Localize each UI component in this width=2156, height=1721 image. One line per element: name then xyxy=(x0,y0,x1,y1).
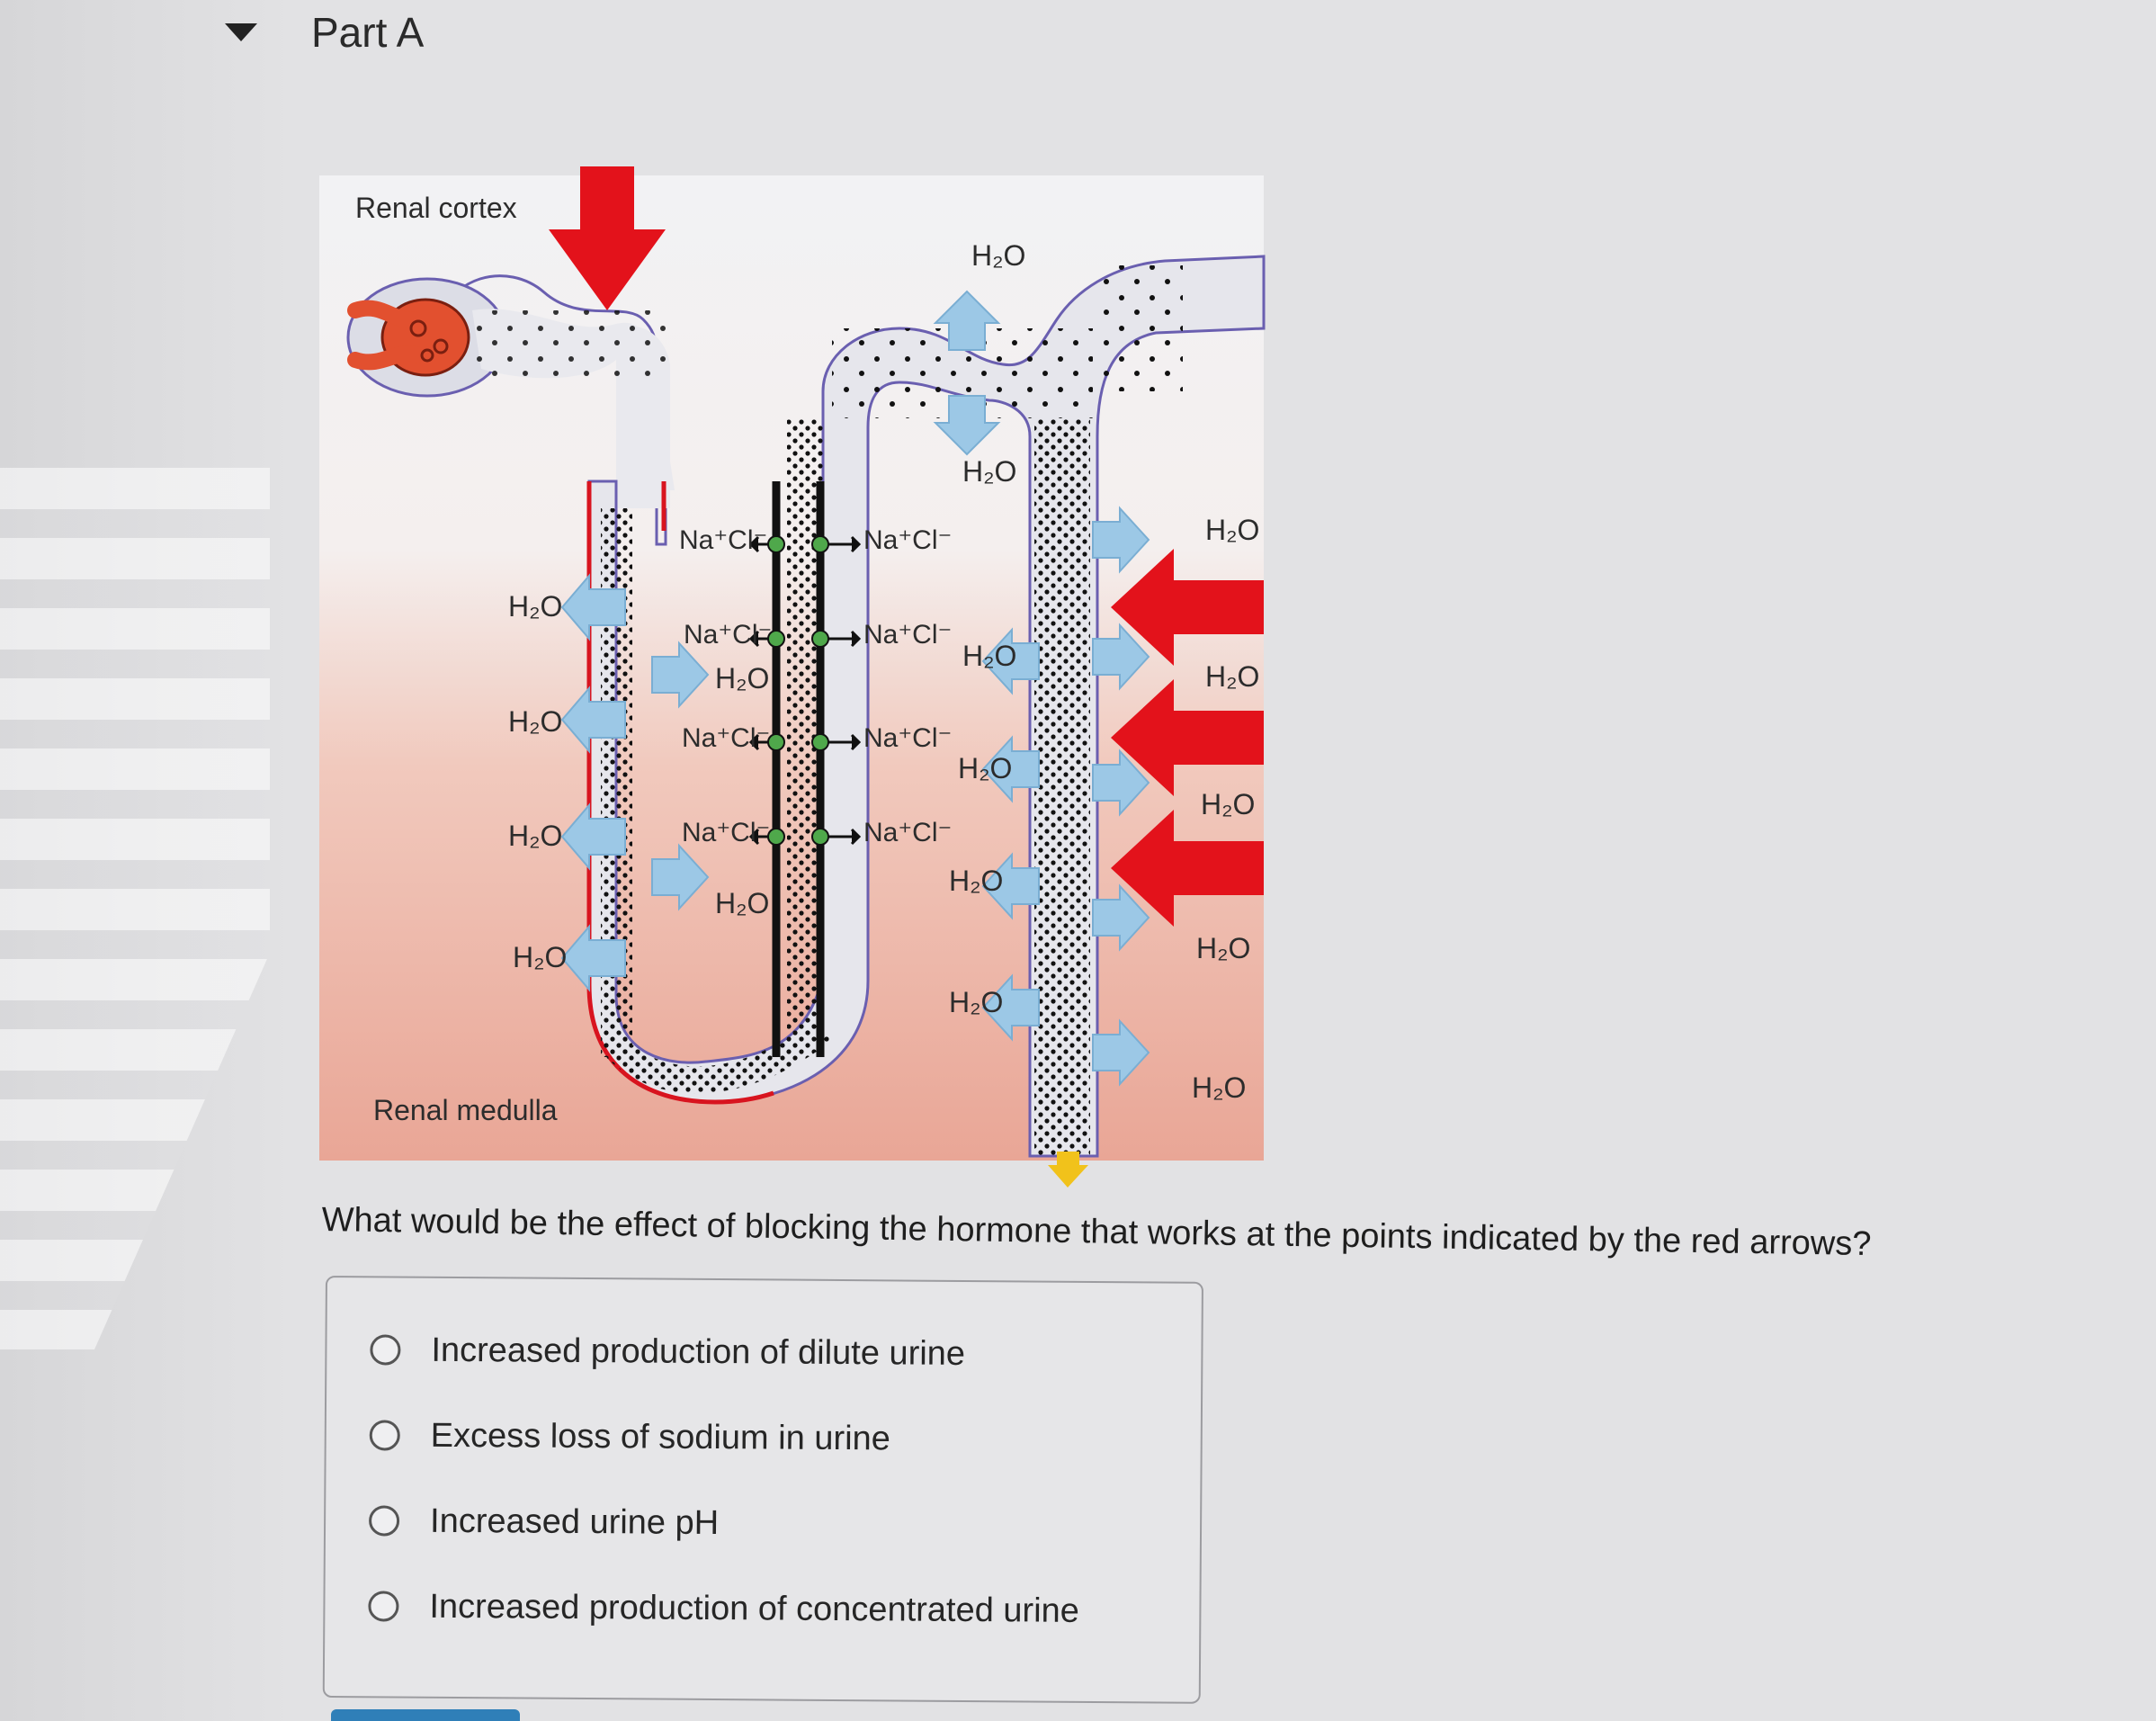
svg-text:H₂O: H₂O xyxy=(1205,660,1259,693)
adh-red-arrow-icons xyxy=(549,166,1264,927)
option-label: Increased urine pH xyxy=(429,1501,720,1542)
svg-text:Na⁺Cl⁻: Na⁺Cl⁻ xyxy=(863,818,952,847)
svg-text:H₂O: H₂O xyxy=(949,865,1003,897)
svg-text:Na⁺Cl⁻: Na⁺Cl⁻ xyxy=(682,818,770,847)
red-arrow-top-icon xyxy=(549,166,666,310)
option-dilute-urine[interactable]: Increased production of dilute urine xyxy=(370,1322,965,1381)
svg-text:H₂O: H₂O xyxy=(513,941,567,973)
svg-text:H₂O: H₂O xyxy=(508,705,562,738)
svg-text:H₂O: H₂O xyxy=(508,590,562,623)
radio-button-icon[interactable] xyxy=(368,1505,400,1537)
svg-text:Na⁺Cl⁻: Na⁺Cl⁻ xyxy=(684,620,772,650)
renal-medulla-label: Renal medulla xyxy=(373,1094,558,1126)
svg-text:Na⁺Cl⁻: Na⁺Cl⁻ xyxy=(679,525,767,555)
option-label: Increased production of dilute urine xyxy=(431,1331,966,1373)
option-urine-ph[interactable]: Increased urine pH xyxy=(368,1493,720,1550)
svg-text:Na⁺Cl⁻: Na⁺Cl⁻ xyxy=(682,723,770,753)
option-label: Excess loss of sodium in urine xyxy=(430,1416,891,1457)
descending-limb-wall xyxy=(586,481,774,1105)
svg-text:H₂O: H₂O xyxy=(949,986,1003,1018)
radio-button-icon[interactable] xyxy=(370,1334,401,1366)
part-title: Part A xyxy=(311,9,425,56)
nacl-labels: Na⁺Cl⁻ Na⁺Cl⁻ Na⁺Cl⁻ Na⁺Cl⁻ Na⁺Cl⁻ Na⁺Cl… xyxy=(679,525,952,847)
part-a-toggle[interactable]: Part A xyxy=(225,5,424,59)
svg-text:H₂O: H₂O xyxy=(958,752,1012,784)
svg-text:H₂O: H₂O xyxy=(1201,788,1255,820)
svg-text:Na⁺Cl⁻: Na⁺Cl⁻ xyxy=(863,525,952,555)
option-concentrated-urine[interactable]: Increased production of concentrated uri… xyxy=(368,1579,1079,1638)
red-arrow-1-icon xyxy=(1111,549,1264,666)
svg-text:H₂O: H₂O xyxy=(1192,1071,1246,1104)
svg-text:H₂O: H₂O xyxy=(508,820,562,852)
svg-text:H₂O: H₂O xyxy=(715,887,769,919)
svg-text:H₂O: H₂O xyxy=(962,455,1016,488)
svg-text:Na⁺Cl⁻: Na⁺Cl⁻ xyxy=(863,723,952,753)
answer-options-box: Increased production of dilute urine Exc… xyxy=(322,1276,1203,1704)
water-labels: H₂O H₂O H₂O H₂O H₂O H₂O H₂O H₂O H₂O H₂O … xyxy=(508,239,1259,1104)
radio-button-icon[interactable] xyxy=(369,1420,400,1451)
option-label: Increased production of concentrated uri… xyxy=(429,1587,1080,1630)
water-arrow-icons xyxy=(560,290,1150,1087)
svg-text:H₂O: H₂O xyxy=(962,640,1016,672)
nephron-svg: Renal cortex Renal medulla H₂O H₂O H₂O H… xyxy=(319,166,1266,1188)
collecting-duct-solute xyxy=(1034,418,1090,1156)
urine-outflow-arrow-icon xyxy=(1048,1152,1088,1188)
glomerulus-icon xyxy=(347,298,470,377)
red-arrow-2-icon xyxy=(1111,679,1264,796)
option-sodium-loss[interactable]: Excess loss of sodium in urine xyxy=(369,1408,891,1466)
svg-text:H₂O: H₂O xyxy=(1196,932,1250,964)
nephron-diagram: Renal cortex Renal medulla H₂O H₂O H₂O H… xyxy=(319,166,1282,1192)
question-text: What would be the effect of blocking the… xyxy=(321,1201,1872,1264)
submit-button-partial[interactable] xyxy=(331,1709,520,1721)
red-arrow-3-icon xyxy=(1111,810,1264,927)
collapse-triangle-icon xyxy=(225,23,257,41)
svg-text:H₂O: H₂O xyxy=(971,239,1025,272)
radio-button-icon[interactable] xyxy=(368,1591,399,1622)
renal-cortex-label: Renal cortex xyxy=(355,192,517,224)
svg-text:H₂O: H₂O xyxy=(715,662,769,695)
svg-text:Na⁺Cl⁻: Na⁺Cl⁻ xyxy=(863,620,952,650)
svg-text:H₂O: H₂O xyxy=(1205,514,1259,546)
